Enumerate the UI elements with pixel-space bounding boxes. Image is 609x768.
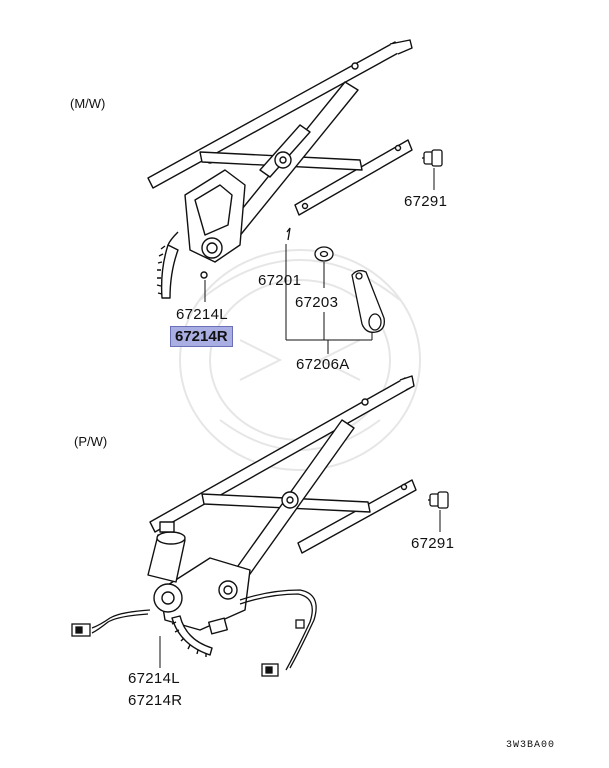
power-regulator-drawing [147,375,417,657]
handle-parts-drawing [286,227,385,333]
part-67203[interactable]: 67203 [295,294,339,311]
manual-regulator-drawing [147,39,413,299]
power-window-label: (P/W) [74,434,108,449]
manual-window-label: (M/W) [70,96,106,111]
part-67206a[interactable]: 67206A [296,356,350,373]
part-67214r-lower[interactable]: 67214R [128,692,183,709]
upper-leader-lines [204,168,435,354]
part-67214l-lower[interactable]: 67214L [128,670,180,687]
power-wiring-drawing [71,589,317,677]
part-67214l-upper[interactable]: 67214L [176,306,228,323]
clip-67291-upper-drawing [422,149,443,167]
lower-leader-lines [159,510,441,668]
part-67291-upper[interactable]: 67291 [404,193,448,210]
clip-67291-lower-drawing [428,491,449,509]
part-67201[interactable]: 67201 [258,272,302,289]
part-67214r-upper-highlighted[interactable]: 67214R [170,326,233,347]
part-67291-lower[interactable]: 67291 [411,535,455,552]
diagram-code: 3W3BA00 [506,740,556,751]
